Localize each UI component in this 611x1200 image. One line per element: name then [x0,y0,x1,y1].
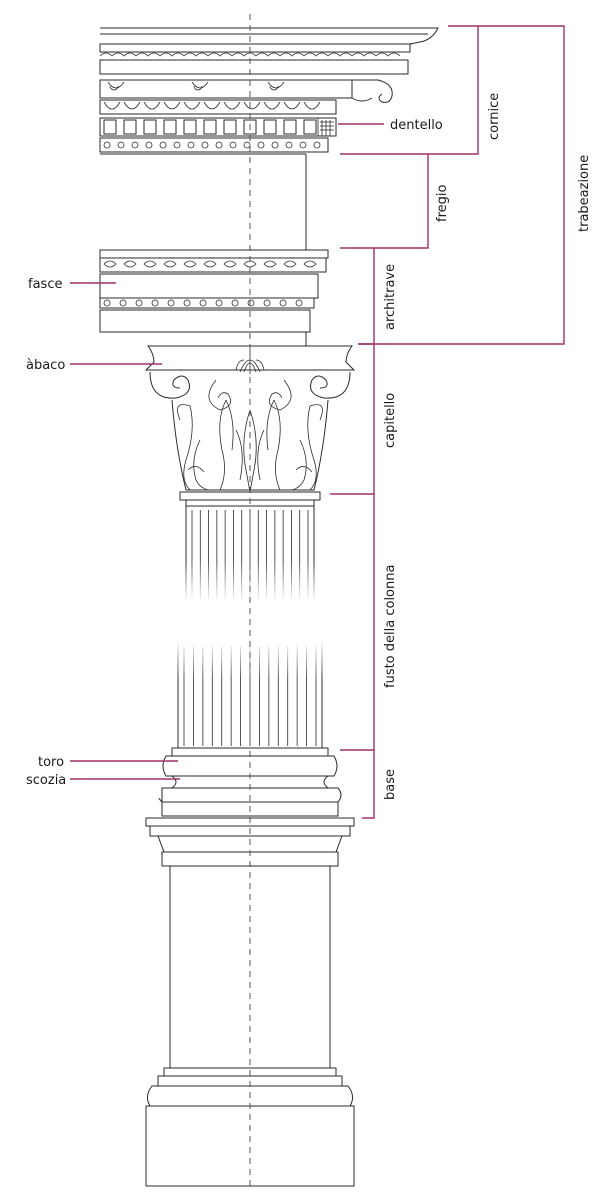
shaft-fade-top [176,560,326,602]
frieze-drawing [100,153,307,250]
label-leaders [70,25,565,819]
trabeazione-bracket [358,25,565,345]
toro-label: toro [38,755,64,770]
dentello-label: dentello [390,118,443,133]
abaco-label: àbaco [26,358,65,373]
architrave-drawing [99,249,329,346]
fasce-label: fasce [28,277,62,292]
fregio-label: fregio [435,185,450,222]
cornice-drawing [99,27,439,153]
entablature-drawing [99,27,439,346]
cornice-label: cornice [487,93,502,140]
scozia-label: scozia [26,773,66,788]
column-bracket [358,343,375,819]
fusto-label: fusto della colonna [383,565,398,688]
architrave-label: architrave [383,264,398,330]
base-drawing [158,747,342,817]
cornice-bracket [340,26,479,155]
capitello-label: capitello [383,393,398,448]
fregio-bracket [340,154,429,249]
shaft-drawing [170,506,330,748]
trabeazione-label: trabeazione [577,155,592,232]
base-label: base [383,769,398,800]
